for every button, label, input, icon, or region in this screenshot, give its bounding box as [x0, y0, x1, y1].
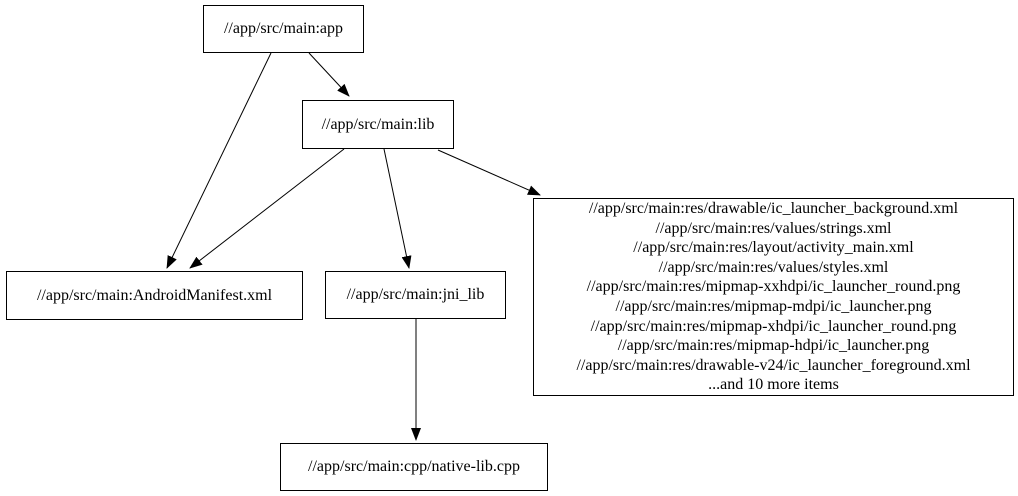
node-lib-target: //app/src/main:lib: [302, 100, 454, 149]
res-file-line: //app/src/main:res/mipmap-xxhdpi/ic_laun…: [586, 278, 961, 296]
node-android-manifest: //app/src/main:AndroidManifest.xml: [6, 271, 303, 320]
edge-app-to-lib: [308, 52, 350, 97]
res-file-line: //app/src/main:res/mipmap-hdpi/ic_launch…: [617, 337, 930, 355]
res-file-line: //app/src/main:res/values/strings.xml: [655, 219, 892, 237]
edge-app-to-manifest: [166, 52, 272, 269]
res-file-line: //app/src/main:res/values/styles.xml: [658, 258, 889, 276]
node-jni-lib-target: //app/src/main:jni_lib: [325, 271, 506, 319]
node-native-lib-cpp: //app/src/main:cpp/native-lib.cpp: [280, 443, 548, 491]
edge-lib-to-res: [437, 149, 541, 196]
node-res-file-group: //app/src/main:res/drawable/ic_launcher_…: [533, 198, 1014, 396]
edge-lib-to-manifest: [189, 148, 345, 269]
node-app-target: //app/src/main:app: [203, 5, 364, 53]
res-file-line: //app/src/main:res/mipmap-xhdpi/ic_launc…: [590, 317, 957, 335]
res-file-line: //app/src/main:res/mipmap-mdpi/ic_launch…: [615, 298, 932, 315]
res-file-line: //app/src/main:res/layout/activity_main.…: [633, 239, 914, 257]
res-more-items-line: ...and 10 more items: [708, 376, 839, 394]
edge-lib-to-jni-lib: [383, 148, 412, 269]
res-file-line: //app/src/main:res/drawable/ic_launcher_…: [588, 200, 959, 218]
res-file-line: //app/src/main:res/drawable-v24/ic_launc…: [576, 356, 971, 374]
